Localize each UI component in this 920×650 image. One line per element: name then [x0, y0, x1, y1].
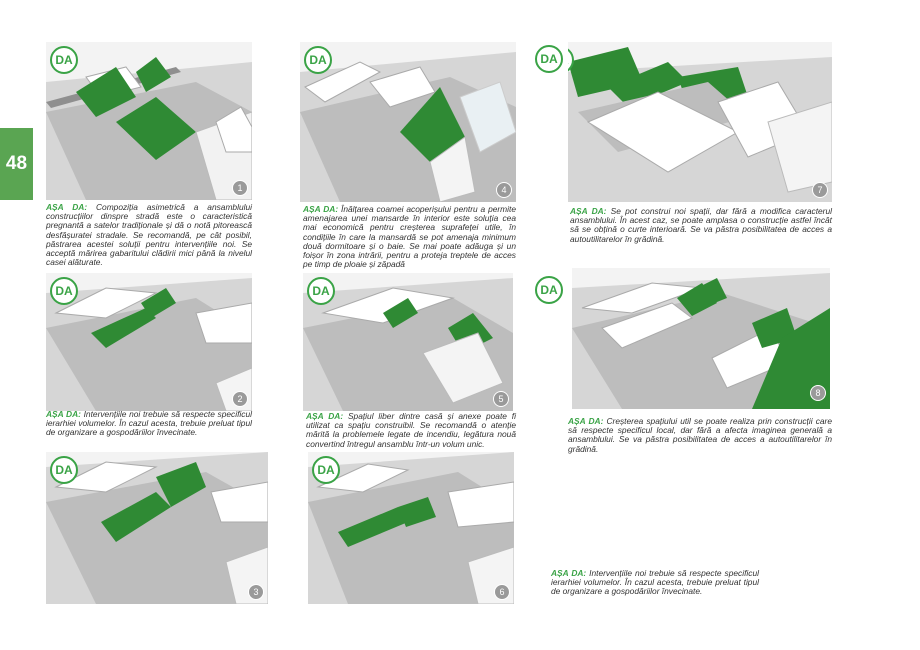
- panel-number-badge: 7: [812, 182, 828, 198]
- caption-lead: AȘA DA:: [306, 411, 344, 421]
- caption-lead: AȘA DA:: [551, 568, 587, 578]
- panel-number-badge: 2: [232, 391, 248, 407]
- caption-1: AȘA DA: Compoziția asimetrică a ansamblu…: [46, 202, 252, 268]
- caption-lead: AȘA DA:: [303, 204, 339, 214]
- panel-number-badge: 4: [496, 182, 512, 198]
- caption-7: AȘA DA: Se pot construi noi spații, dar …: [570, 206, 832, 244]
- da-badge: DA: [50, 456, 78, 484]
- illustration-panel-5: DA 5: [303, 273, 513, 411]
- axonometric-scene-2: [46, 278, 252, 411]
- panel-number-badge: 8: [810, 385, 826, 401]
- illustration-panel-3: DA 3: [46, 452, 268, 604]
- illustration-panel-6: DA 6: [308, 452, 514, 604]
- illustration-panel-4: DA 4: [300, 42, 516, 202]
- axonometric-scene-3: [46, 452, 268, 604]
- panel-number-badge: 3: [248, 584, 264, 600]
- caption-8: AȘA DA: Creșterea spațiului util se poat…: [568, 416, 832, 454]
- panel-number-badge: 1: [232, 180, 248, 196]
- illustration-panel-8: 8: [572, 268, 830, 409]
- caption-text: Compoziția asimetrică a ansamblului cons…: [46, 202, 252, 268]
- panel-number-badge: 6: [494, 584, 510, 600]
- caption-4: AȘA DA: Înălțarea coamei acoperișului pe…: [303, 204, 516, 270]
- da-badge: DA: [312, 456, 340, 484]
- axonometric-scene-5: [303, 278, 513, 411]
- axonometric-scene-1: [46, 57, 252, 200]
- illustration-panel-1: DA 1: [46, 42, 252, 200]
- illustration-panel-7: DA 7: [568, 42, 832, 202]
- page-number: 48: [5, 153, 28, 174]
- page-number-tab: 48: [0, 128, 33, 200]
- illustration-panel-2: DA 2: [46, 273, 252, 411]
- caption-5: AȘA DA: Spațiul liber dintre casă și ane…: [306, 411, 516, 449]
- axonometric-scene-7: [568, 47, 832, 202]
- caption-text: Se pot construi noi spații, dar fără a m…: [570, 206, 832, 244]
- da-badge-outer-7: DA: [535, 45, 563, 73]
- axonometric-scene-8: [572, 273, 830, 409]
- caption-text: Creșterea spațiului util se poate realiz…: [568, 416, 832, 454]
- caption-text: Spațiul liber dintre casă și anexe poate…: [306, 411, 516, 449]
- caption-text: Înălțarea coamei acoperișului pentru a p…: [303, 204, 516, 270]
- da-badge: DA: [50, 46, 78, 74]
- axonometric-scene-6: [308, 452, 514, 604]
- caption-lead: AȘA DA:: [568, 416, 604, 426]
- da-badge: DA: [307, 277, 335, 305]
- panel-number-badge: 5: [493, 391, 509, 407]
- da-badge: DA: [50, 277, 78, 305]
- axonometric-scene-4: [300, 52, 516, 202]
- caption-lead: AȘA DA:: [570, 206, 607, 216]
- caption-text: Intervențiile noi trebuie să respecte sp…: [46, 409, 252, 438]
- caption-2: AȘA DA: Intervențiile noi trebuie să res…: [46, 409, 252, 438]
- da-badge-outer-8: DA: [535, 276, 563, 304]
- da-badge: DA: [304, 46, 332, 74]
- caption-text: Intervențiile noi trebuie să respecte sp…: [551, 568, 759, 597]
- caption-extra: AȘA DA: Intervențiile noi trebuie să res…: [551, 568, 759, 597]
- caption-lead: AȘA DA:: [46, 409, 81, 419]
- caption-lead: AȘA DA:: [46, 202, 88, 212]
